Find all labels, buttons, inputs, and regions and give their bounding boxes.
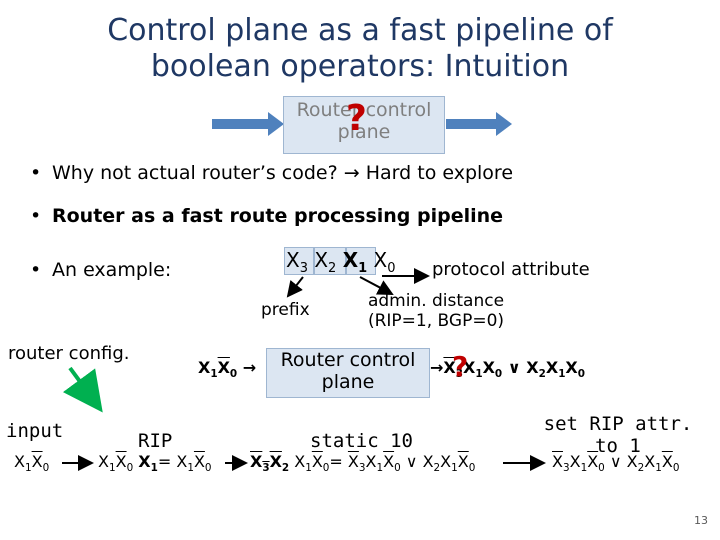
example-question-mark: ? bbox=[452, 350, 469, 383]
bullet-3: • An example: bbox=[30, 259, 171, 281]
slide-title-line1: Control plane as a fast pipeline of bbox=[107, 13, 613, 48]
example-input-formula: X1X0 → bbox=[198, 358, 257, 381]
example-box-label-line1: Router control bbox=[280, 349, 416, 371]
bullet-dot: • bbox=[30, 205, 42, 227]
bullet-2: • Router as a fast route processing pipel… bbox=[30, 205, 503, 227]
prefix-arrow bbox=[286, 276, 304, 298]
router-config-label: router config. bbox=[8, 343, 130, 364]
bullet-dot: • bbox=[30, 259, 42, 281]
var-x3-sub: 3 bbox=[299, 261, 308, 276]
var-x1-sub: 1 bbox=[358, 261, 368, 276]
var-x0: X bbox=[373, 248, 388, 272]
command-set-rip-line2: to 1 bbox=[595, 435, 641, 457]
formula-rip: X1X0 X1= X1X0 bbox=[98, 452, 212, 475]
protocol-attribute-label: protocol attribute bbox=[432, 259, 590, 280]
var-x1: X bbox=[342, 248, 359, 272]
var-box-x3 bbox=[284, 247, 314, 275]
bullet-dot: • bbox=[30, 162, 42, 184]
prefix-label: prefix bbox=[261, 300, 310, 320]
slide-title-line2: boolean operators: Intuition bbox=[150, 49, 570, 84]
top-box-label-line1: Router control bbox=[296, 99, 432, 121]
admin-distance-label-line2: (RIP=1, BGP=0) bbox=[367, 311, 505, 331]
command-static: static 10 bbox=[310, 430, 413, 452]
formula-input: X1X0 bbox=[14, 452, 50, 475]
var-x2-sub: 2 bbox=[328, 261, 337, 276]
command-set-rip-line1: set RIP attr. bbox=[543, 413, 693, 435]
admin-distance-arrow bbox=[359, 276, 394, 295]
arrow-glyph: → bbox=[343, 162, 360, 184]
var-x2: X bbox=[314, 248, 329, 272]
var-box-x2 bbox=[314, 247, 346, 275]
bullet-1-text: Why not actual router’s code? bbox=[52, 162, 338, 184]
bullet-2-text: Router as a fast route processing pipeli… bbox=[52, 205, 504, 227]
example-box-label-line2: plane bbox=[321, 371, 375, 393]
variable-labels: X3 X2 X1 X0 bbox=[286, 248, 396, 276]
command-rip: RIP bbox=[138, 430, 173, 452]
top-control-plane-box: Router control plane ? bbox=[283, 96, 445, 154]
input-label: input bbox=[6, 420, 64, 442]
example-output-formula: →X3X1X0 ∨ X2X1X0 bbox=[430, 358, 585, 381]
admin-distance-label-line1: admin. distance bbox=[367, 291, 505, 311]
top-box-question-mark: ? bbox=[346, 98, 367, 139]
formula-static: X3X2 X1X0= X3X1X0 ∨ X2X1X0 bbox=[250, 452, 476, 475]
var-box-x1 bbox=[346, 247, 376, 275]
formula-output: X3X1X0 ∨ X2X1X0 bbox=[552, 452, 680, 475]
top-input-arrowhead bbox=[268, 112, 284, 136]
var-x0-sub: 0 bbox=[387, 261, 396, 276]
var-x3: X bbox=[286, 248, 300, 272]
bullet-3-text: An example: bbox=[52, 259, 172, 281]
page-number: 13 bbox=[694, 514, 708, 527]
example-control-plane-box: Router control plane bbox=[266, 348, 430, 398]
top-output-arrowhead bbox=[496, 112, 512, 136]
bullet-1: • Why not actual router’s code? → Hard to… bbox=[30, 162, 513, 184]
router-config-arrow bbox=[62, 366, 103, 413]
bullet-1-tail: Hard to explore bbox=[365, 162, 514, 184]
top-box-label-line2: plane bbox=[337, 121, 391, 143]
